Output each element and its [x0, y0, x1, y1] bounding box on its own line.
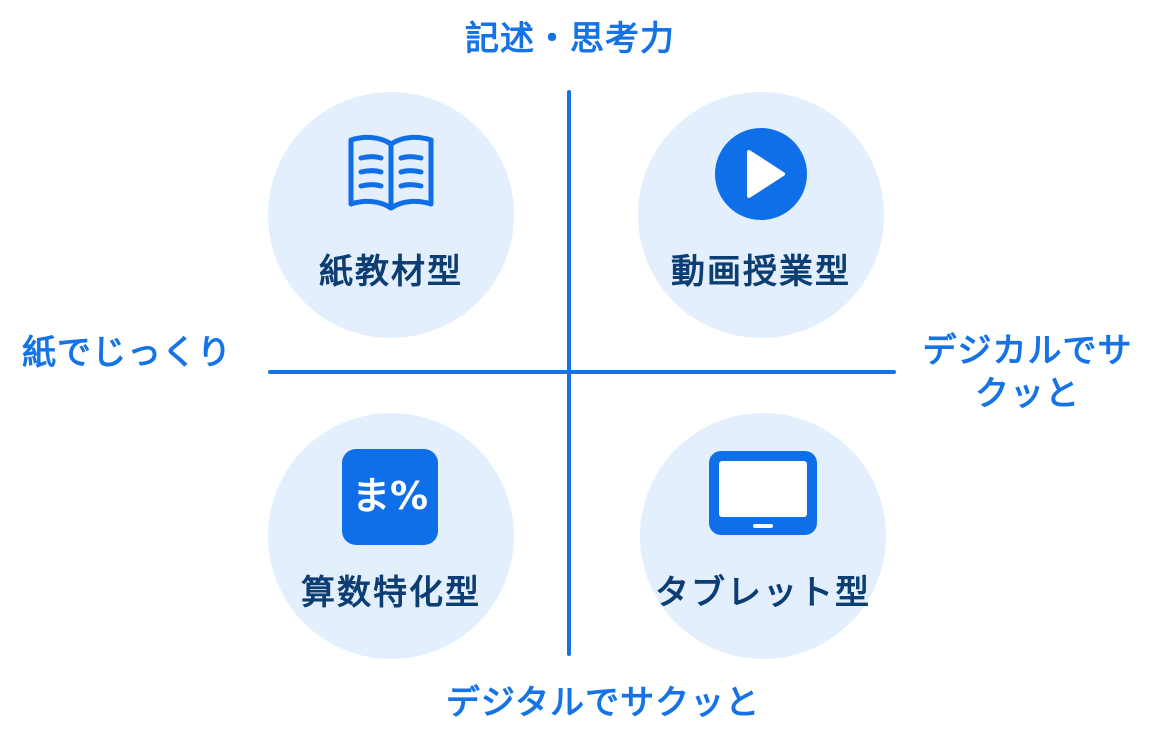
- math-symbol-icon: ま%: [342, 449, 438, 545]
- quadrant-label: 紙教材型: [319, 252, 463, 292]
- quadrant-video-lessons: 動画授業型: [638, 92, 884, 338]
- play-button-icon: [715, 128, 807, 220]
- open-book-icon: [348, 134, 434, 211]
- math-icon-glyph: ま%: [351, 474, 429, 518]
- tablet-icon: [709, 451, 817, 535]
- horizontal-axis-line: [268, 370, 896, 374]
- axis-label-right: デジカルでサクッと: [922, 331, 1133, 414]
- quadrant-label: 算数特化型: [301, 573, 481, 613]
- quadrant-label: 動画授業型: [671, 252, 851, 292]
- axis-label-bottom: デジタルでサクッと: [445, 683, 761, 723]
- quadrant-math-specialized: ま% 算数特化型: [268, 413, 514, 659]
- axis-label-top: 記述・思考力: [465, 19, 675, 59]
- quadrant-paper-materials: 紙教材型: [268, 92, 514, 338]
- quadrant-tablet: タブレット型: [640, 413, 886, 659]
- axis-label-left: 紙でじっくり: [22, 333, 232, 373]
- quadrant-label: タブレット型: [655, 573, 871, 613]
